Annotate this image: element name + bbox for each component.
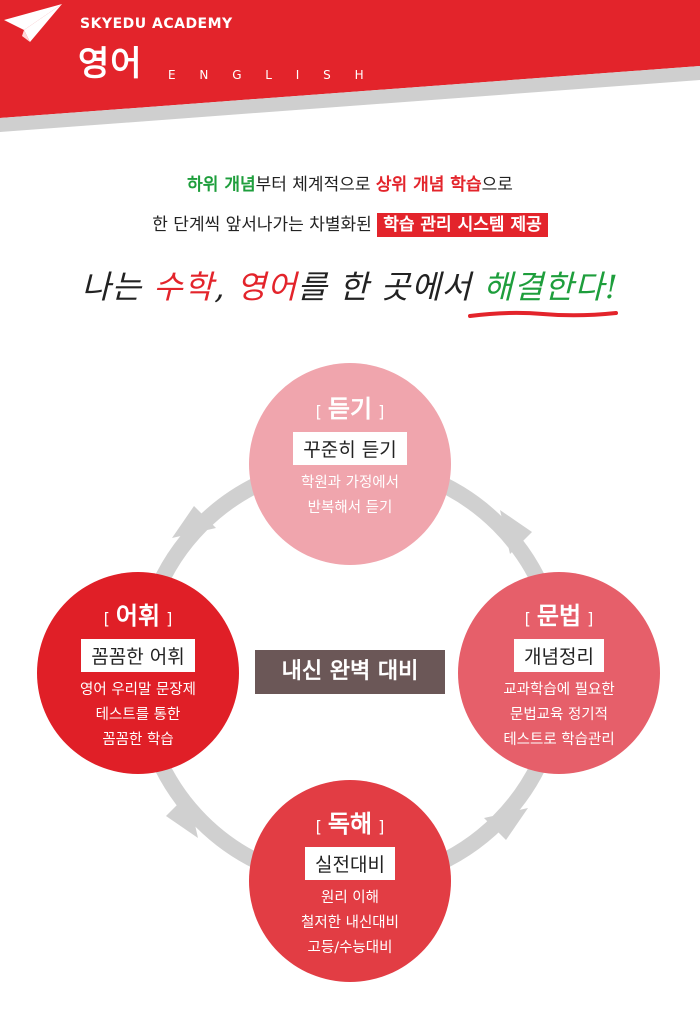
desc-line: 꼼꼼한 학습 [102, 732, 174, 748]
desc-line: 테스트를 통한 [95, 707, 181, 723]
bracket: ] [587, 609, 594, 628]
intro-text-part: 으로 [481, 175, 513, 195]
arrow-icon [172, 506, 216, 538]
slogan-math: 수학 [153, 268, 215, 306]
header-banner: SKYEDU ACADEMY 영어 E N G L I S H [0, 0, 700, 140]
slogan: 나는 수학, 영어를 한 곳에서 해결한다! [0, 262, 700, 308]
arrow-icon [166, 794, 198, 838]
slogan-part: 나는 [81, 268, 154, 306]
node-title: [ 독해] [249, 804, 451, 839]
node-title-text: 듣기 [327, 395, 373, 423]
slogan-part: , [214, 268, 237, 306]
slogan-solve: 해결한다! [483, 268, 619, 306]
paper-plane-icon [4, 4, 62, 42]
slogan-english: 영어 [236, 268, 298, 306]
desc-line: 원리 이해 [321, 890, 379, 906]
node-title-text: 어휘 [115, 602, 161, 630]
bracket: [ [103, 609, 110, 628]
intro-highlight-badge: 학습 관리 시스템 제공 [377, 213, 548, 237]
bracket: [ [315, 817, 322, 836]
banner-background [0, 0, 700, 132]
node-title: [ 듣기] [249, 389, 451, 424]
intro-upper-concept: 상위 개념 학습 [375, 175, 482, 195]
bracket: ] [166, 609, 173, 628]
node-tag: 실전대비 [305, 847, 395, 880]
desc-line: 테스트로 학습관리 [503, 732, 615, 748]
node-tag: 꼼꼼한 어휘 [81, 639, 195, 672]
center-label: 내신 완벽 대비 [255, 650, 445, 694]
intro-line-2: 한 단계씩 앞서나가는 차별화된 학습 관리 시스템 제공 [0, 208, 700, 248]
bracket: ] [378, 402, 385, 421]
intro-text-part: 한 단계씩 앞서나가는 차별화된 [152, 215, 378, 235]
intro-text: 하위 개념부터 체계적으로 상위 개념 학습으로 한 단계씩 앞서나가는 차별화… [0, 168, 700, 248]
slogan-underline [468, 310, 618, 318]
intro-lower-concept: 하위 개념 [187, 175, 256, 195]
slogan-part: 를 한 곳에서 [297, 268, 484, 306]
node-title: [ 문법] [458, 596, 660, 631]
node-title: [ 어휘] [37, 596, 239, 631]
node-tag: 꾸준히 듣기 [293, 432, 407, 465]
brand-name: SKYEDU ACADEMY [80, 16, 233, 32]
desc-line: 영어 우리말 문장제 [80, 682, 196, 698]
bracket: [ [315, 402, 322, 421]
intro-text-part: 부터 체계적으로 [255, 175, 376, 195]
page-title: 영어 [78, 44, 143, 84]
desc-line: 반복해서 듣기 [307, 500, 393, 516]
node-tag: 개념정리 [514, 639, 604, 672]
node-title-text: 문법 [536, 602, 582, 630]
desc-line: 철저한 내신대비 [301, 915, 399, 931]
arrow-icon [484, 808, 528, 840]
node-title-text: 독해 [327, 810, 373, 838]
desc-line: 교과학습에 필요한 [503, 682, 615, 698]
desc-line: 문법교육 정기적 [510, 707, 608, 723]
intro-line-1: 하위 개념부터 체계적으로 상위 개념 학습으로 [0, 168, 700, 208]
desc-line: 고등/수능대비 [307, 940, 393, 956]
page-subtitle: E N G L I S H [168, 68, 374, 82]
bracket: [ [524, 609, 531, 628]
bracket: ] [378, 817, 385, 836]
desc-line: 학원과 가정에서 [301, 475, 399, 491]
arrow-icon [500, 510, 532, 554]
